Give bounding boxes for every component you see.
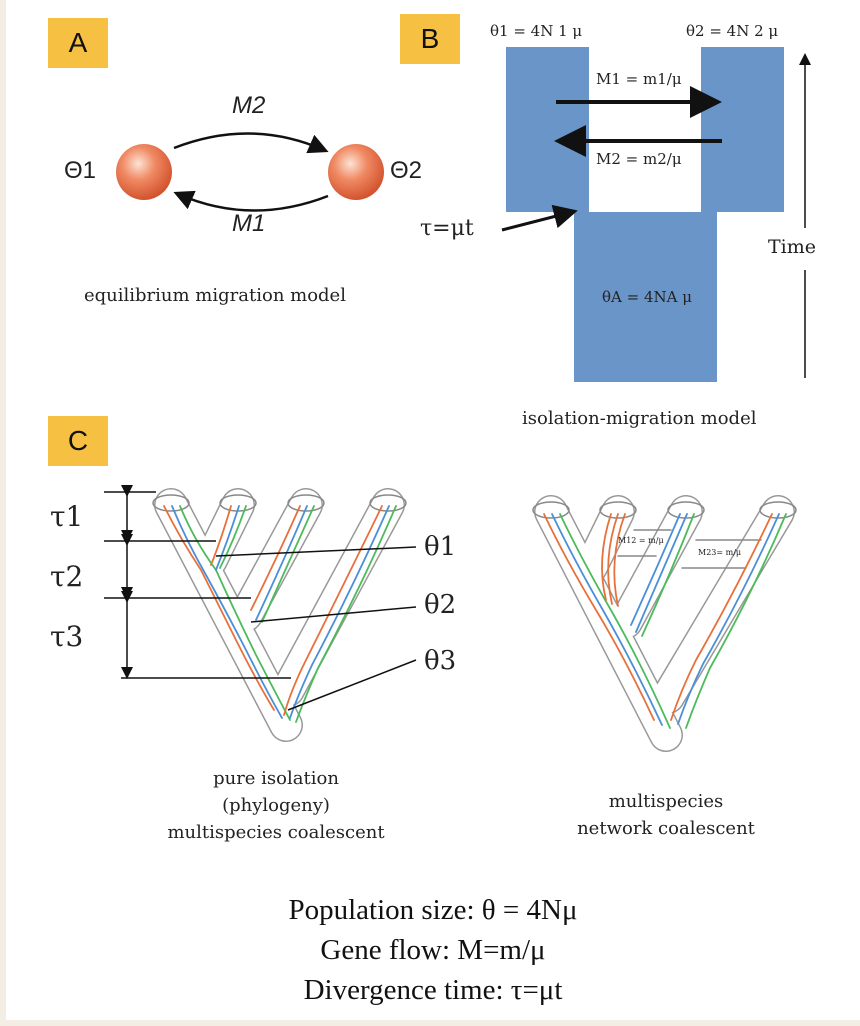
caption-right-line: network coalescent — [577, 818, 755, 839]
panel-b-badge: B — [400, 14, 460, 64]
population-1-block — [506, 47, 589, 212]
caption-left-line: pure isolation — [213, 768, 339, 789]
caption-right-line: multispecies — [608, 791, 724, 812]
population-1-sphere — [116, 144, 172, 200]
population-2-sphere — [328, 144, 384, 200]
theta1-label: Θ1 — [64, 157, 97, 184]
legend-gene-flow: Gene flow: M=m/μ — [320, 934, 546, 966]
theta2-label: θ2 = 4N 2 μ — [686, 22, 779, 40]
theta2-label: Θ2 — [390, 157, 423, 184]
theta1-label: θ1 — [424, 532, 457, 562]
legend-population-size: Population size: θ = 4Nμ — [288, 894, 578, 926]
theta3-label: θ3 — [424, 646, 457, 676]
theta2-label: θ2 — [424, 590, 457, 620]
tau1-label: τ1 — [50, 500, 84, 533]
migration-label-1: M12 = m/μ — [618, 536, 664, 545]
migration-arrow-m1 — [173, 190, 329, 212]
caption-left: pure isolation (phylogeny) multispecies … — [136, 765, 416, 846]
caption-left-line: (phylogeny) — [222, 795, 330, 816]
time-label: Time — [768, 236, 817, 258]
theta1-label: θ1 = 4N 1 μ — [490, 22, 583, 40]
tau2-label: τ2 — [50, 560, 84, 593]
caption-left-line: multispecies coalescent — [167, 822, 385, 843]
panel-a-badge: A — [48, 18, 108, 68]
tau-brackets — [104, 485, 417, 711]
panel-b-caption: isolation-migration model — [522, 408, 757, 429]
tau-label: τ=μt — [420, 216, 474, 241]
diagram-graphics — [104, 47, 811, 752]
m1-label: M1 = m1/μ — [596, 70, 682, 88]
caption-right: multispecies network coalescent — [536, 788, 796, 842]
panel-c-badge: C — [48, 416, 108, 466]
ancestral-population-block — [574, 212, 717, 382]
m2-label: M2 = m2/μ — [596, 150, 682, 168]
migration-label-2: M23= m/μ — [698, 548, 742, 557]
migration-arrow-m2 — [173, 132, 329, 154]
tau-pointer-arrow — [501, 204, 578, 232]
species-network-right — [532, 495, 797, 752]
m2-label: M2 — [232, 92, 266, 119]
population-2-block — [701, 47, 784, 212]
panel-a-caption: equilibrium migration model — [84, 285, 346, 306]
m1-label: M1 — [232, 210, 266, 237]
figure: A — [6, 0, 860, 1020]
ancestral-theta-label: θA = 4NA μ — [602, 288, 692, 306]
legend-divergence-time: Divergence time: τ=μt — [303, 974, 563, 1006]
species-tree-left — [152, 488, 407, 742]
tau3-label: τ3 — [50, 620, 84, 653]
